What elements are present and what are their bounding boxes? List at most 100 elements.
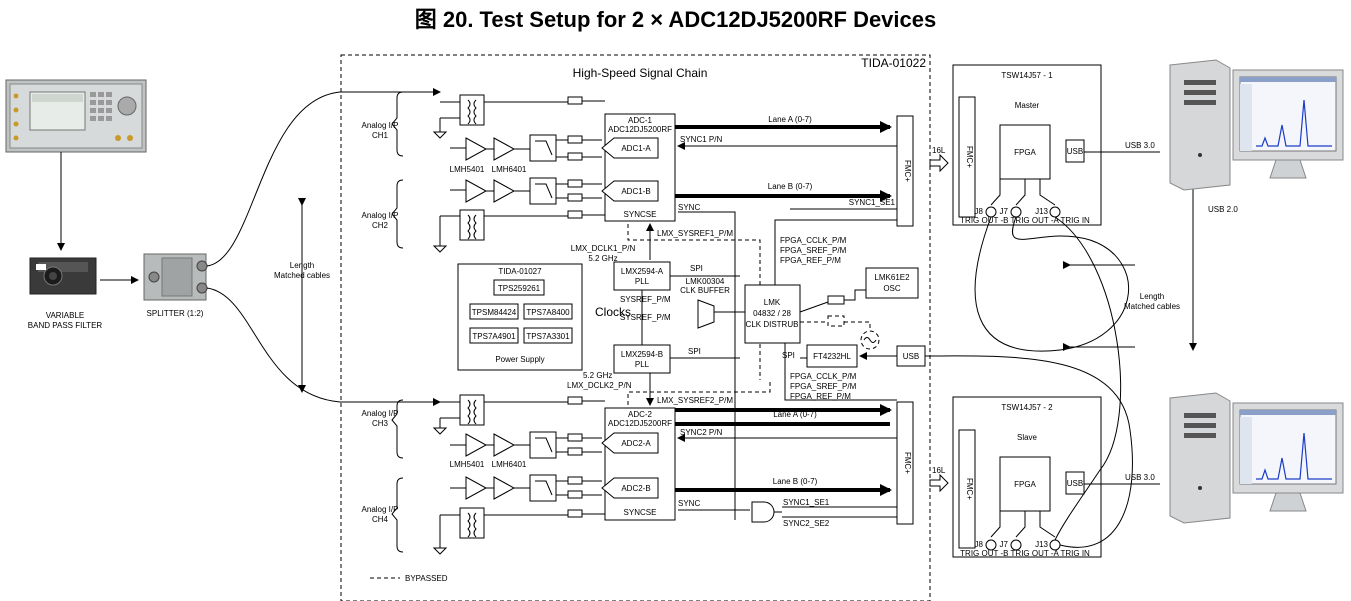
bypassed-osc-path: [800, 315, 871, 330]
signal-generator: [5, 79, 147, 153]
usb-board1-label: USB: [1067, 147, 1083, 156]
tsw-1-label: TSW14J57 - 1: [1001, 71, 1053, 80]
usb20-label: USB 2.0: [1208, 205, 1238, 214]
lane-b-2-label: Lane B (0-7): [773, 477, 818, 486]
figure-title: 图 20. Test Setup for 2 × ADC12DJ5200RF D…: [414, 7, 937, 32]
fmc-bottom-label: FMC+: [903, 452, 912, 474]
bandpass-filter: [29, 257, 97, 295]
tps7a3301-label: TPS7A3301: [526, 332, 570, 341]
lmx-b-block: [613, 344, 671, 374]
sync-top-line: [678, 211, 736, 520]
fmc-top: [896, 115, 914, 227]
sync2-se2-label: SYNC2_SE2: [783, 519, 830, 528]
ch2-label-1: Analog I/P: [362, 211, 399, 220]
sysref-pm-1: SYSREF_P/M: [620, 295, 671, 304]
lmx-a-name: LMX2594-A: [621, 267, 664, 276]
dclk1-label-1: LMX_DCLK1_P/N: [571, 244, 636, 253]
dclk2-label-1: 5.2 GHz: [583, 371, 612, 380]
lmk-name-3: CLK DISTRUB: [746, 320, 799, 329]
ch1-label-1: Analog I/P: [362, 121, 399, 130]
tsw-2-label: TSW14J57 - 2: [1001, 403, 1053, 412]
j7-1: J7: [1000, 207, 1009, 216]
adc1a-label: ADC1-A: [621, 144, 651, 153]
fmc-board1: [958, 96, 976, 218]
sync-bottom-label: SYNC: [678, 499, 700, 508]
channel-4-path: [432, 474, 605, 555]
lmk-buffer-2: CLK BUFFER: [680, 286, 730, 295]
trig-labels-1: TRIG OUT -B TRIG OUT -A TRIG IN: [960, 216, 1090, 225]
fmc-top-label: FMC+: [903, 160, 912, 182]
channel-1-path: [432, 94, 605, 162]
ch3-label-2: CH3: [372, 419, 389, 428]
usb-mid-label: USB: [903, 352, 919, 361]
j13-2: J13: [1035, 540, 1048, 549]
sysref-pm-2: SYSREF_P/M: [620, 313, 671, 322]
usb30-top: USB 3.0: [1125, 141, 1155, 150]
osc-name-2: OSC: [883, 284, 901, 293]
amp-label-4: LMH6401: [492, 460, 527, 469]
adc1-syncse: SYNCSE: [624, 210, 657, 219]
j7-2: J7: [1000, 540, 1009, 549]
fmc-bottom: [896, 401, 914, 525]
amp-label-2: LMH6401: [492, 165, 527, 174]
tps259261: [493, 279, 545, 296]
and-gate: [751, 501, 775, 523]
usb-board2: [1065, 471, 1085, 495]
sync-top-label: SYNC: [678, 203, 700, 212]
power-supply-label: Power Supply: [495, 355, 544, 364]
adc1b-label: ADC1-B: [621, 187, 650, 196]
lane-a-1-label: Lane A (0-7): [768, 115, 812, 124]
osc-block: [865, 267, 919, 299]
adc1a-block: [601, 137, 659, 159]
sync1-se1-bottom-label: SYNC1_SE1: [783, 498, 830, 507]
spi-lmk-label: SPI: [782, 351, 795, 360]
filter-label-1: VARIABLE: [46, 311, 85, 320]
spi-a-label: SPI: [690, 264, 703, 273]
adc2b-block: [601, 477, 659, 499]
lmx-a-block: [613, 261, 671, 291]
fmc-board1-label: FMC+: [965, 146, 974, 168]
sync2-label: SYNC2 P/N: [680, 428, 722, 437]
adc2-name: ADC-2: [628, 410, 653, 419]
cable-to-ch1: [206, 88, 441, 267]
fmc-board2-label: FMC+: [965, 478, 974, 500]
ch4-label-1: Analog I/P: [362, 505, 399, 514]
lanes-2: 16L: [932, 466, 946, 475]
amp-label-1: LMH5401: [450, 165, 485, 174]
bypassed-legend: BYPASSED: [405, 574, 448, 583]
lmk-name-1: LMK: [764, 298, 781, 307]
sync1-label: SYNC1 P/N: [680, 135, 722, 144]
ch2-label-2: CH2: [372, 221, 389, 230]
tps7a8400-label: TPS7A8400: [526, 308, 570, 317]
adc2-block: [604, 407, 676, 521]
fpga-1: [999, 124, 1051, 180]
trigger-loop: [974, 216, 1129, 352]
ch3-label-1: Analog I/P: [362, 409, 399, 418]
dclk2-label-2: LMX_DCLK2_P/N: [567, 381, 632, 390]
j13-1: J13: [1035, 207, 1048, 216]
lane-b-1-label: Lane B (0-7): [768, 182, 813, 191]
j8-2: J8: [975, 540, 984, 549]
fmc-board2: [958, 429, 976, 549]
tida27-label: TIDA-01027: [498, 267, 542, 276]
adc1-block: [604, 113, 676, 222]
filter-label-2: BAND PASS FILTER: [28, 321, 103, 330]
lmk-block: [744, 284, 801, 344]
tida-01022-boundary: [340, 54, 931, 601]
tps7a4901-label: TPS7A4901: [472, 332, 516, 341]
amp-label-3: LMH5401: [450, 460, 485, 469]
splitter: [143, 253, 208, 301]
ch4-label-2: CH4: [372, 515, 389, 524]
bypassed-osc: [860, 330, 880, 350]
chain-title: High-Speed Signal Chain: [573, 66, 708, 80]
fpga-bot-1: FPGA_CCLK_P/M: [790, 372, 857, 381]
length-label-left-1: Length: [290, 261, 314, 270]
cable-to-ch3: [206, 287, 441, 406]
length-label-right-2: Matched cables: [1124, 302, 1180, 311]
usb-board1: [1065, 139, 1085, 163]
adc1-part: ADC12DJ5200RF: [608, 125, 672, 134]
channel-3-path: [432, 394, 605, 459]
ft4232-block: [806, 344, 858, 368]
lanes-1: 16L: [932, 146, 946, 155]
